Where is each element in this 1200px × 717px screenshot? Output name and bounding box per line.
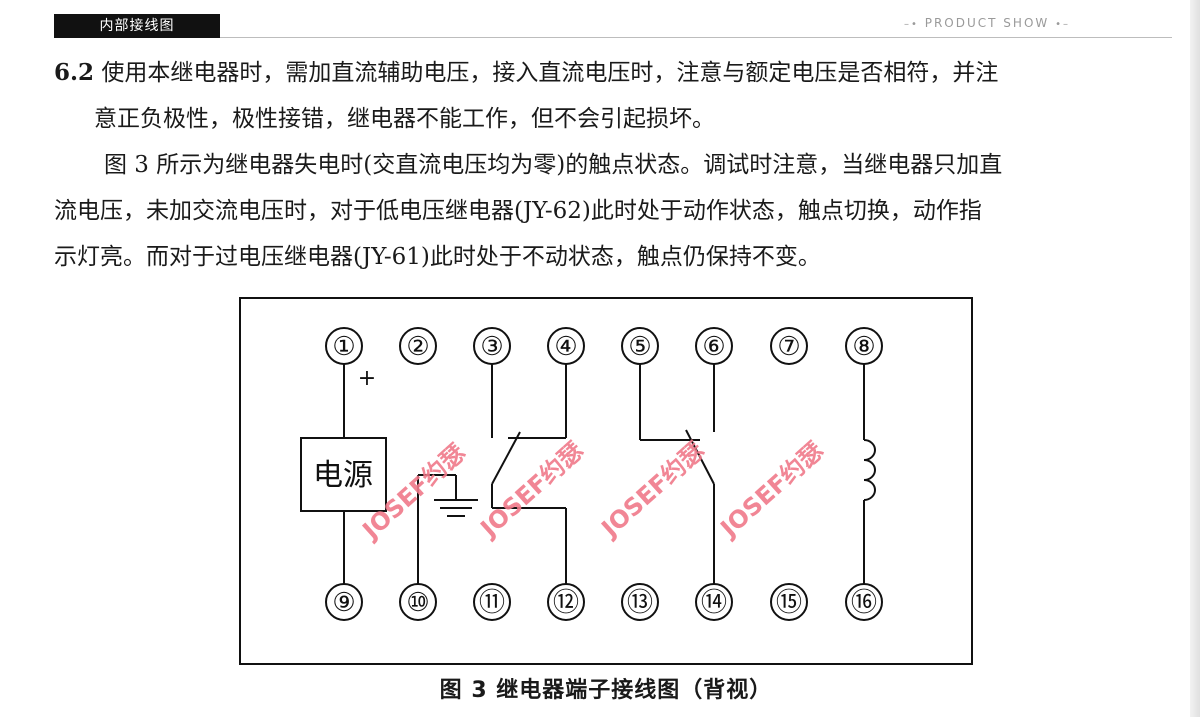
terminal-label-15: ⑮ — [776, 588, 802, 618]
terminal-label-14: ⑭ — [701, 588, 727, 618]
terminal-label-10: ⑩ — [406, 588, 429, 618]
top-terminals — [325, 327, 883, 365]
terminal-12-icon — [547, 583, 585, 621]
terminal-6-icon — [695, 327, 733, 365]
power-supply-box — [300, 437, 387, 512]
para2-line1: 图 3 所示为继电器失电时(交直流电压均为零)的触点状态。调试时注意，当继电器只… — [104, 152, 1003, 178]
body-text: 6.2 使用本继电器时，需加直流辅助电压，接入直流电压时，注意与额定电压是否相符… — [54, 50, 1154, 280]
header-rule — [220, 37, 1172, 38]
terminal-2-icon — [399, 327, 437, 365]
terminal-label-3: ③ — [480, 332, 503, 362]
terminal-7-icon — [770, 327, 808, 365]
terminal-9-icon — [325, 583, 363, 621]
terminal-label-4: ④ — [554, 332, 577, 362]
section-number: 6.2 — [54, 59, 95, 86]
terminal-13-icon — [621, 583, 659, 621]
terminal-label-16: ⑯ — [851, 588, 877, 618]
para2-line2: 流电压，未加交流电压时，对于低电压继电器(JY-62)此时处于动作状态，触点切换… — [54, 198, 982, 224]
wires — [343, 364, 876, 584]
plus-sign: + — [358, 366, 376, 391]
terminal-10-icon — [399, 583, 437, 621]
terminal-label-13: ⑬ — [627, 588, 653, 618]
terminal-label-8: ⑧ — [852, 332, 875, 362]
para2-line3: 示灯亮。而对于过电压继电器(JY-61)此时处于不动状态，触点仍保持不变。 — [54, 244, 821, 270]
watermark-4: JOSEF约瑟 — [714, 436, 829, 543]
terminal-label-12: ⑫ — [553, 588, 579, 618]
terminal-5-icon — [621, 327, 659, 365]
terminal-label-9: ⑨ — [332, 588, 355, 618]
terminal-label-5: ⑤ — [628, 332, 651, 362]
header-tag-bar — [54, 14, 220, 38]
para1-text1: 使用本继电器时，需加直流辅助电压，接入直流电压时，注意与额定电压是否相符，并注 — [101, 60, 999, 86]
bottom-terminals — [325, 583, 883, 621]
product-show-label: –• PRODUCT SHOW •– — [904, 16, 1070, 30]
terminal-8-icon — [845, 327, 883, 365]
power-supply-label: 电源 — [313, 458, 373, 493]
terminal-1-icon — [325, 327, 363, 365]
para1-line2: 意正负极性，极性接错，继电器不能工作，但不会引起损坏。 — [94, 106, 715, 132]
terminal-label-11: ⑪ — [479, 588, 505, 618]
diagram-frame — [239, 297, 973, 665]
figure-caption: 图 3 继电器端子接线图（背视） — [439, 678, 773, 703]
section-tag: 内部接线图 — [99, 18, 175, 34]
terminal-3-icon — [473, 327, 511, 365]
dot-right-icon: •– — [1055, 19, 1070, 30]
terminal-15-icon — [770, 583, 808, 621]
terminal-16-icon — [845, 583, 883, 621]
terminal-11-icon — [473, 583, 511, 621]
watermark-3: JOSEF约瑟 — [595, 436, 710, 543]
terminal-label-1: ① — [332, 332, 355, 362]
terminal-label-6: ⑥ — [702, 332, 725, 362]
page-edge — [1190, 0, 1200, 717]
para1-line1: 6.2 使用本继电器时，需加直流辅助电压，接入直流电压时，注意与额定电压是否相符… — [54, 50, 1154, 96]
product-show-text: PRODUCT SHOW — [924, 16, 1050, 30]
terminal-14-icon — [695, 583, 733, 621]
terminal-label-7: ⑦ — [777, 332, 800, 362]
terminal-4-icon — [547, 327, 585, 365]
terminal-label-2: ② — [406, 332, 429, 362]
dot-left-icon: –• — [904, 19, 919, 30]
